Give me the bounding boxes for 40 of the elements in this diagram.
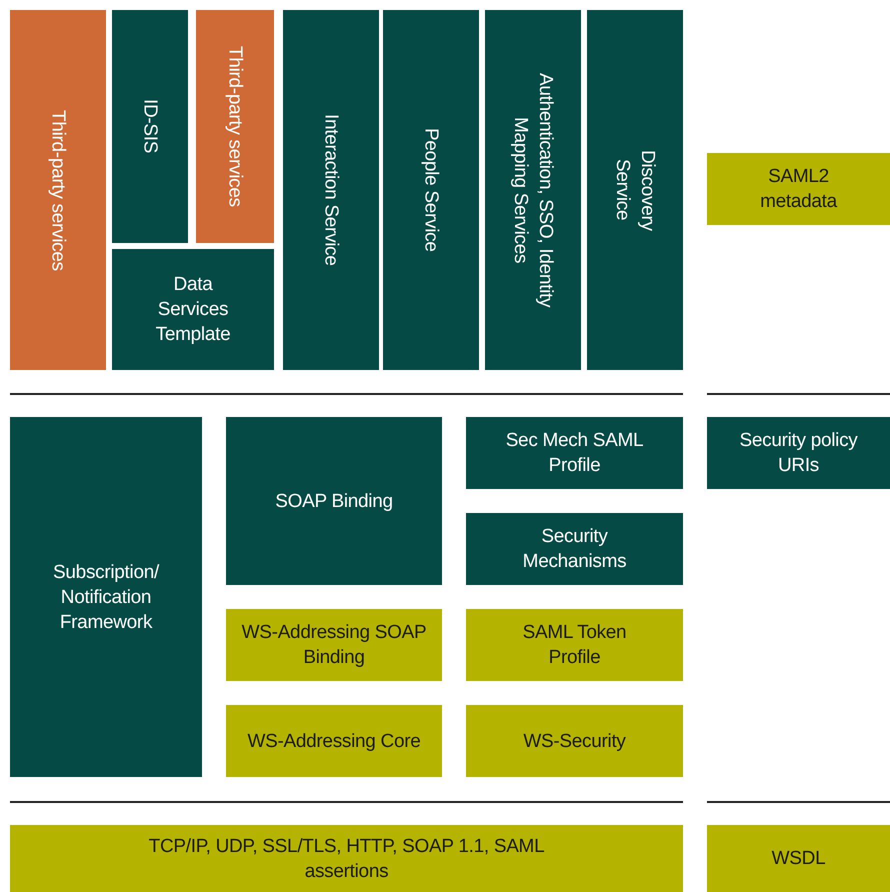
- layer-box: [707, 417, 890, 489]
- layer-box: [587, 10, 683, 370]
- layer-box: [283, 10, 379, 370]
- box-label: Subscription/ Notification Framework: [52, 560, 160, 634]
- layer-box: [112, 249, 274, 370]
- layer-box: [383, 10, 479, 370]
- layer-box: [707, 825, 890, 892]
- layer-box: [112, 10, 188, 243]
- layer-box: [485, 10, 581, 370]
- layer-box: [196, 10, 274, 243]
- box-label: WS-Addressing Core: [247, 730, 421, 754]
- box-label: TCP/IP, UDP, SSL/TLS, HTTP, SOAP 1.1, SAML assertions: [148, 834, 546, 884]
- layer-box: [10, 10, 106, 370]
- box-label: SAML Token Profile: [522, 621, 628, 670]
- box-label: Third-party services: [46, 110, 70, 270]
- layer-box: [10, 417, 202, 777]
- box-label: Data Services Template: [154, 273, 232, 347]
- box-label: WS-Security: [523, 730, 626, 754]
- box-label: Authentication, SSO, Identity Mapping Services: [509, 72, 557, 310]
- box-label: People Service: [420, 128, 442, 252]
- layer-box: [466, 513, 683, 585]
- box-label: SAML2 metadata: [759, 165, 838, 214]
- layer-box: [466, 609, 683, 681]
- box-label: Sec Mech SAML Profile: [504, 429, 644, 478]
- layer-box: [226, 705, 442, 777]
- layer-box: [466, 705, 683, 777]
- box-label: Security Mechanisms: [522, 525, 628, 574]
- box-label: ID-SIS: [138, 99, 162, 154]
- layer-box: [707, 153, 890, 225]
- box-label: SOAP Binding: [275, 490, 393, 514]
- box-label: Third-party services: [224, 46, 246, 207]
- box-label: Discovery Service: [611, 148, 659, 233]
- layer-box: [10, 825, 683, 892]
- box-label: WS-Addressing SOAP Binding: [242, 621, 426, 670]
- layer-box: [226, 417, 442, 585]
- box-label: Interaction Service: [320, 114, 342, 266]
- box-label: WSDL: [772, 847, 826, 871]
- box-label: Security policy URIs: [738, 429, 859, 478]
- layer-box: [226, 609, 442, 681]
- layer-box: [466, 417, 683, 489]
